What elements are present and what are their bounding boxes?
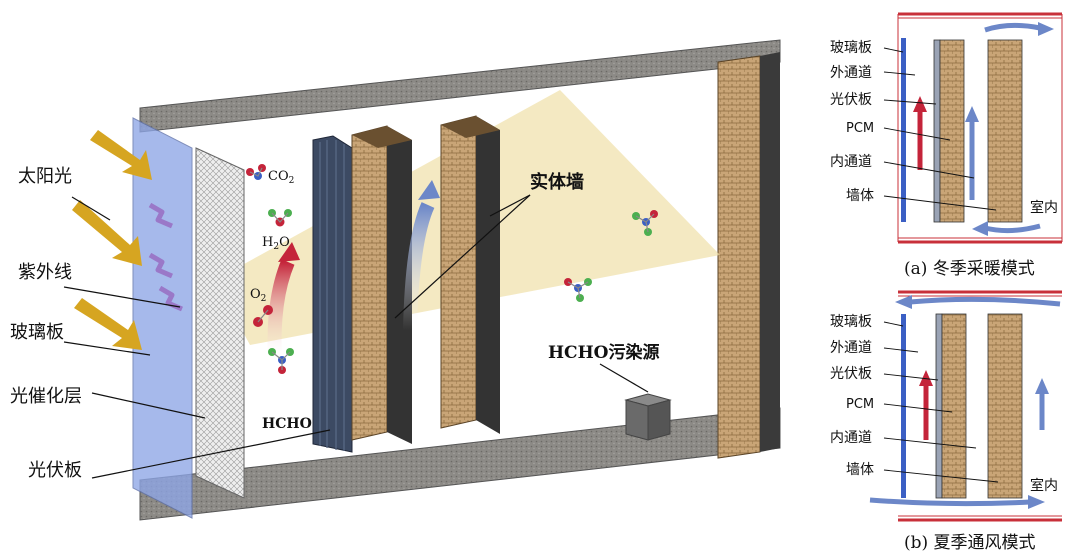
molecule-hcho-1	[268, 348, 294, 374]
molecule-h2o	[268, 209, 292, 227]
label-hcho: HCHO	[262, 416, 312, 432]
panel-b-label-inner-channel: 内通道	[830, 430, 872, 446]
ceiling-slab	[139, 39, 781, 133]
label-h2o: H2O	[262, 235, 290, 252]
molecule-hcho-3	[564, 278, 592, 302]
panel-a-pcm	[939, 39, 965, 223]
panel-b-red-arrow	[919, 370, 933, 386]
airflow-blue-arrowhead	[418, 180, 440, 200]
panel-a-label-glass: 玻璃板	[830, 39, 872, 56]
panel-b-pcm	[941, 313, 967, 499]
panel-b-wall	[987, 313, 1023, 499]
panel-a-label-pv: 光伏板	[830, 92, 872, 108]
label-o2: O2	[250, 287, 266, 304]
panel-b-blue-arrow	[1035, 378, 1049, 394]
panel-b-leaders	[883, 321, 999, 483]
panel-b-bottom-arrow	[1028, 495, 1045, 509]
sunlight-arrows	[72, 130, 152, 350]
main-scene: 太阳光 紫外线 玻璃板 光催化层 光伏板 实体墙 HCHO污染源 HCHO CO…	[10, 39, 781, 521]
label-photocatalyst: 光催化层	[10, 386, 82, 407]
panel-b-top-arrow	[895, 295, 912, 309]
label-wall: 实体墙	[530, 171, 584, 193]
panel-a-bottom-arrow	[972, 221, 988, 236]
panel-a-blue-arrow	[965, 106, 979, 122]
panel-b-caption: (b) 夏季通风模式	[904, 533, 1036, 553]
panel-b-pv	[935, 313, 943, 499]
label-co2: CO2	[268, 169, 294, 186]
hcho-source-box	[624, 393, 672, 441]
label-pv: 光伏板	[28, 460, 82, 481]
panel-a-label-wall: 墙体	[846, 188, 874, 204]
panel-b-label-wall: 墙体	[846, 462, 874, 478]
panel-a-pv	[933, 39, 941, 223]
leader-lines	[63, 194, 649, 479]
panel-a-red-arrow	[913, 96, 927, 112]
label-uv: 紫外线	[18, 262, 72, 283]
airflow-red-arrow	[267, 259, 295, 361]
back-brick-wall	[717, 55, 761, 459]
panel-a-label-outer-channel: 外通道	[830, 65, 872, 81]
panel-a-wall	[987, 39, 1023, 223]
panel-b-label-room: 室内	[1030, 477, 1058, 494]
panel-a-top-arrow	[1038, 22, 1054, 36]
wall-block-1	[351, 125, 412, 444]
panel-b-label-glass: 玻璃板	[830, 313, 872, 330]
panel-a-caption: (a) 冬季采暖模式	[904, 259, 1035, 279]
airflow-blue-arrow	[403, 202, 435, 331]
panel-a-leaders	[883, 47, 997, 211]
photocatalyst-layer	[195, 147, 245, 499]
label-glass: 玻璃板	[10, 322, 64, 343]
panel-a-glass	[901, 38, 906, 222]
panel-a: 玻璃板 外通道 光伏板 PCM 内通道 墙体 室内 (a) 冬季采暖模式	[830, 12, 1063, 279]
label-sunlight: 太阳光	[18, 166, 72, 187]
glass-panel	[132, 117, 193, 519]
panel-a-label-inner-channel: 内通道	[830, 154, 872, 170]
pv-panel	[312, 135, 353, 453]
airflow-red-arrowhead	[278, 242, 300, 262]
back-wall-edge	[760, 52, 780, 452]
panel-b: 玻璃板 外通道 光伏板 PCM 内通道 墙体 室内 (b) 夏季通风模式	[830, 290, 1062, 553]
panel-b-label-pcm: PCM	[846, 397, 874, 412]
panel-b-label-pv: 光伏板	[830, 366, 872, 382]
molecule-co2	[246, 164, 266, 180]
label-hcho-source: HCHO污染源	[548, 342, 659, 363]
molecule-o2	[253, 305, 273, 327]
panel-b-label-outer-channel: 外通道	[830, 340, 872, 356]
molecule-hcho-2	[632, 210, 658, 236]
panel-a-label-pcm: PCM	[846, 121, 874, 136]
wall-block-2	[440, 115, 500, 434]
panel-a-label-room: 室内	[1030, 199, 1058, 216]
